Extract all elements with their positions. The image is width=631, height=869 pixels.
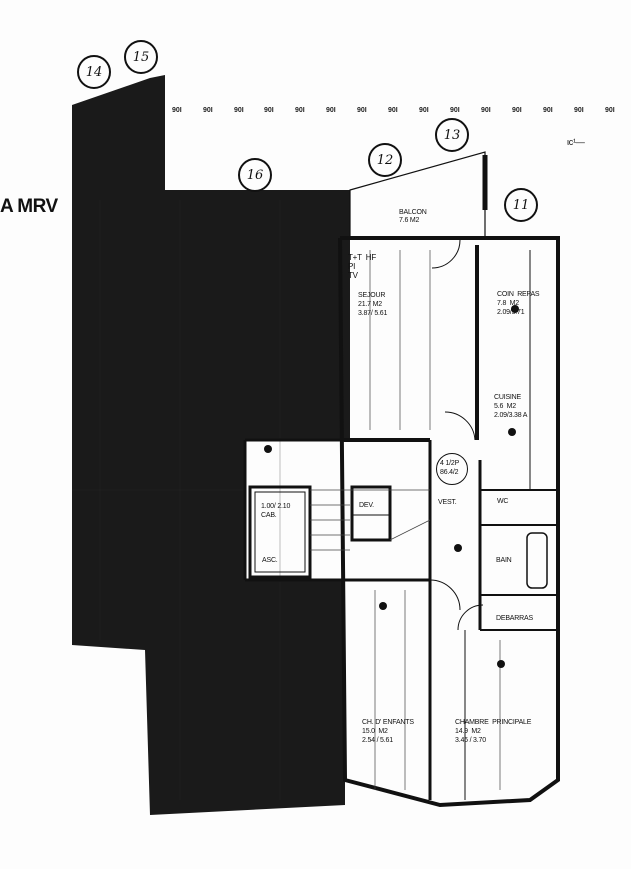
tick-label: 90I — [203, 107, 213, 114]
tick-label: 90I — [543, 107, 553, 114]
marker-12: 12 — [368, 143, 402, 177]
balcon-name: BALCON — [399, 209, 427, 216]
tick-label: 90I — [357, 107, 367, 114]
chambre-area: 14.9 M2 — [455, 728, 481, 735]
marker-13: 13 — [435, 118, 469, 152]
debarras-label: DEBARRAS — [496, 615, 533, 622]
tick-label: 90I — [419, 107, 429, 114]
tick-label: 90I — [450, 107, 460, 114]
coin-repas-dims: 2.09/3.71 — [497, 309, 525, 316]
chambre-dims: 3.46 / 3.70 — [455, 737, 486, 744]
chambre-name: CHAMBRE PRINCIPALE — [455, 719, 532, 726]
tick-label: 90I — [172, 107, 182, 114]
handwritten-note: ιc¹— — [567, 137, 585, 147]
coin-repas-name: COIN REPAS — [497, 291, 540, 298]
sejour-area: 21.7 M2 — [358, 301, 382, 308]
outlets-legend: T+T HF PI TV — [348, 253, 377, 280]
marker-15: 15 — [124, 40, 158, 74]
marker-11: 11 — [504, 188, 538, 222]
apartment-type: 4 1/2P — [440, 460, 460, 467]
marker-14: 14 — [77, 55, 111, 89]
tick-label: 90I — [264, 107, 274, 114]
tick-label: 90I — [481, 107, 491, 114]
apartment-area: 86.4/2 — [440, 469, 459, 476]
vest-label: VEST. — [438, 499, 457, 506]
cuisine-name: CUISINE — [494, 394, 521, 401]
apartment-walls — [243, 151, 560, 808]
sejour-name: SEJOUR — [358, 292, 386, 299]
balcon-area: 7.6 M2 — [399, 217, 420, 224]
coin-repas-area: 7.8 M2 — [497, 300, 519, 307]
cuisine-area: 5.6 M2 — [494, 403, 516, 410]
dev-label: DEV. — [359, 502, 374, 509]
ch-enfants-dims: 2.54 / 5.61 — [362, 737, 393, 744]
tick-label: 90I — [234, 107, 244, 114]
tick-label: 90I — [605, 107, 615, 114]
ch-enfants-area: 15.0 M2 — [362, 728, 388, 735]
tick-label: 90I — [295, 107, 305, 114]
cab-name: CAB. — [261, 512, 277, 519]
plan-title: A MRV — [0, 196, 58, 217]
cab-dims: 1.00/ 2.10 — [261, 503, 291, 510]
neighbour-unit-shaded — [72, 75, 350, 815]
tick-label: 90I — [388, 107, 398, 114]
sejour-dims: 3.87/ 5.61 — [358, 310, 388, 317]
tick-label: 90I — [512, 107, 522, 114]
apartment-type-badge: 4 1/2P 86.4/2 — [436, 453, 468, 485]
bain-label: BAIN — [496, 557, 512, 564]
marker-16: 16 — [238, 158, 272, 192]
tick-label: 90I — [326, 107, 336, 114]
asc-label: ASC. — [262, 557, 278, 564]
cuisine-dims: 2.09/3.38 A — [494, 412, 528, 419]
ch-enfants-name: CH. D' ENFANTS — [362, 719, 414, 726]
wc-label: WC — [497, 498, 509, 505]
tick-label: 90I — [574, 107, 584, 114]
